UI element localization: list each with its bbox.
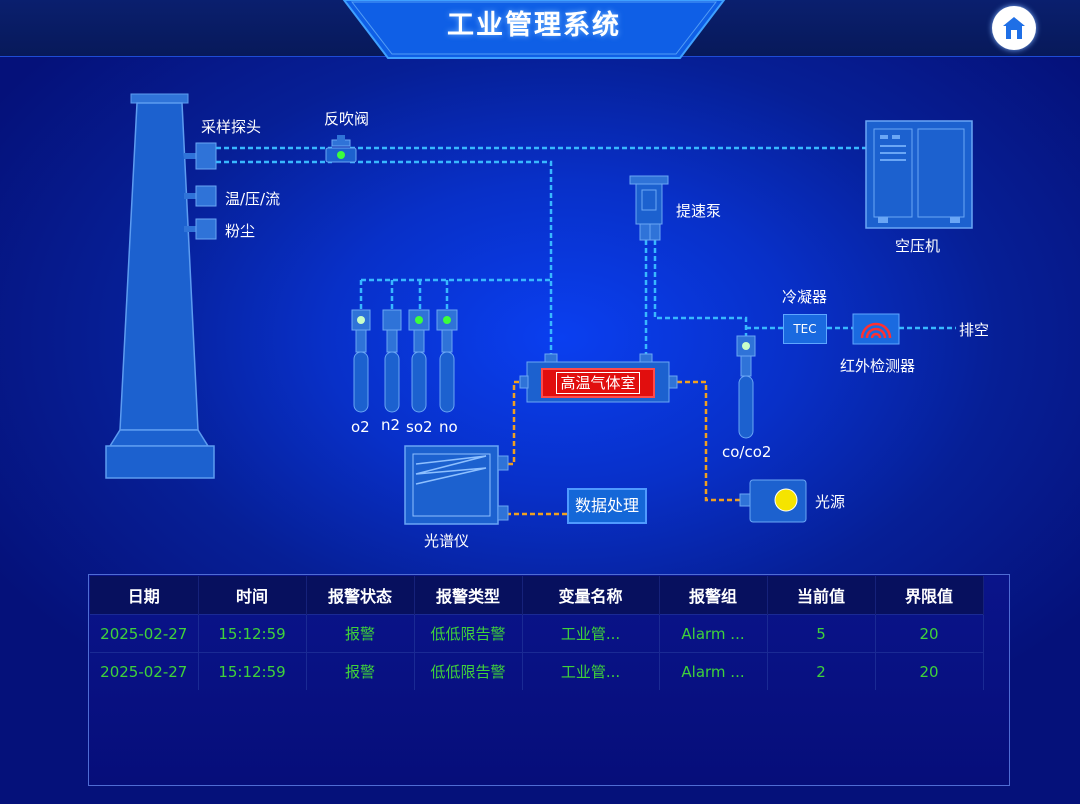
high-temp-gas-chamber: 高温气体室 bbox=[541, 368, 655, 398]
label-air-compressor: 空压机 bbox=[895, 237, 941, 255]
label-booster-pump: 提速泵 bbox=[676, 202, 722, 220]
label-light-source: 光源 bbox=[815, 493, 846, 511]
label-sampling-probe: 采样探头 bbox=[201, 118, 262, 136]
alarm-table: 日期 时间 报警状态 报警类型 变量名称 报警组 当前值 界限值 2025-02… bbox=[90, 576, 984, 690]
col-header-time[interactable]: 时间 bbox=[198, 576, 307, 615]
table-row[interactable]: 2025-02-27 15:12:59 报警 低低限告警 工业管... Alar… bbox=[90, 614, 984, 653]
cell-time: 15:12:59 bbox=[198, 652, 307, 690]
label-ir-detector: 红外检测器 bbox=[840, 357, 916, 375]
col-header-alarm-status[interactable]: 报警状态 bbox=[306, 576, 415, 615]
col-header-current-value[interactable]: 当前值 bbox=[767, 576, 876, 615]
col-header-date[interactable]: 日期 bbox=[90, 576, 199, 615]
cylinder-label-n2: n2 bbox=[381, 416, 401, 434]
cell-alarm-type: 低低限告警 bbox=[414, 614, 523, 653]
label-spectrometer: 光谱仪 bbox=[424, 532, 470, 550]
ir-detector bbox=[852, 313, 900, 345]
col-header-limit-value[interactable]: 界限值 bbox=[875, 576, 984, 615]
cell-current-value: 2 bbox=[767, 652, 876, 690]
cell-limit-value: 20 bbox=[875, 614, 984, 653]
air-compressor bbox=[865, 120, 973, 229]
optical-paths bbox=[498, 380, 740, 516]
cylinder-label-o2: o2 bbox=[351, 418, 370, 436]
label-backflush-valve: 反吹阀 bbox=[324, 110, 370, 128]
col-header-alarm-group[interactable]: 报警组 bbox=[659, 576, 768, 615]
cell-time: 15:12:59 bbox=[198, 614, 307, 653]
label-temp-pressure-flow: 温/压/流 bbox=[225, 190, 281, 208]
app-title: 工业管理系统 bbox=[447, 10, 621, 41]
label-co-co2: co/co2 bbox=[722, 443, 772, 461]
alarm-panel: 日期 时间 报警状态 报警类型 变量名称 报警组 当前值 界限值 2025-02… bbox=[88, 574, 1010, 786]
label-dust: 粉尘 bbox=[225, 222, 256, 240]
process-diagram bbox=[105, 93, 973, 525]
cell-alarm-type: 低低限告警 bbox=[414, 652, 523, 690]
home-button[interactable] bbox=[992, 6, 1036, 50]
cell-alarm-status: 报警 bbox=[306, 614, 415, 653]
cell-date: 2025-02-27 bbox=[90, 652, 199, 690]
cell-alarm-group: Alarm ... bbox=[659, 652, 768, 690]
home-icon bbox=[1003, 17, 1025, 39]
col-header-variable-name[interactable]: 变量名称 bbox=[522, 576, 660, 615]
col-header-alarm-type[interactable]: 报警类型 bbox=[414, 576, 523, 615]
gas-pipelines bbox=[216, 146, 956, 362]
backflush-valve bbox=[325, 135, 357, 163]
cell-current-value: 5 bbox=[767, 614, 876, 653]
alarm-table-header: 日期 时间 报警状态 报警类型 变量名称 报警组 当前值 界限值 bbox=[90, 576, 984, 615]
cell-variable-name: 工业管... bbox=[522, 614, 660, 653]
chimney bbox=[105, 93, 215, 479]
cell-variable-name: 工业管... bbox=[522, 652, 660, 690]
cell-alarm-group: Alarm ... bbox=[659, 614, 768, 653]
cylinder-label-no: no bbox=[439, 418, 458, 436]
tec-module: TEC bbox=[783, 314, 827, 344]
label-exhaust: 排空 bbox=[959, 321, 990, 339]
probe-ports bbox=[184, 142, 217, 240]
cell-alarm-status: 报警 bbox=[306, 652, 415, 690]
light-source bbox=[739, 479, 807, 523]
gas-cylinders bbox=[351, 309, 756, 439]
table-row[interactable]: 2025-02-27 15:12:59 报警 低低限告警 工业管... Alar… bbox=[90, 652, 984, 690]
booster-pump bbox=[629, 175, 669, 241]
data-processing-button[interactable]: 数据处理 bbox=[567, 488, 647, 524]
title-plate bbox=[342, 0, 726, 59]
cell-limit-value: 20 bbox=[875, 652, 984, 690]
cell-date: 2025-02-27 bbox=[90, 614, 199, 653]
cylinder-label-so2: so2 bbox=[406, 418, 433, 436]
label-condenser: 冷凝器 bbox=[782, 288, 828, 306]
chamber-label: 高温气体室 bbox=[556, 372, 640, 394]
spectrometer bbox=[404, 445, 509, 525]
